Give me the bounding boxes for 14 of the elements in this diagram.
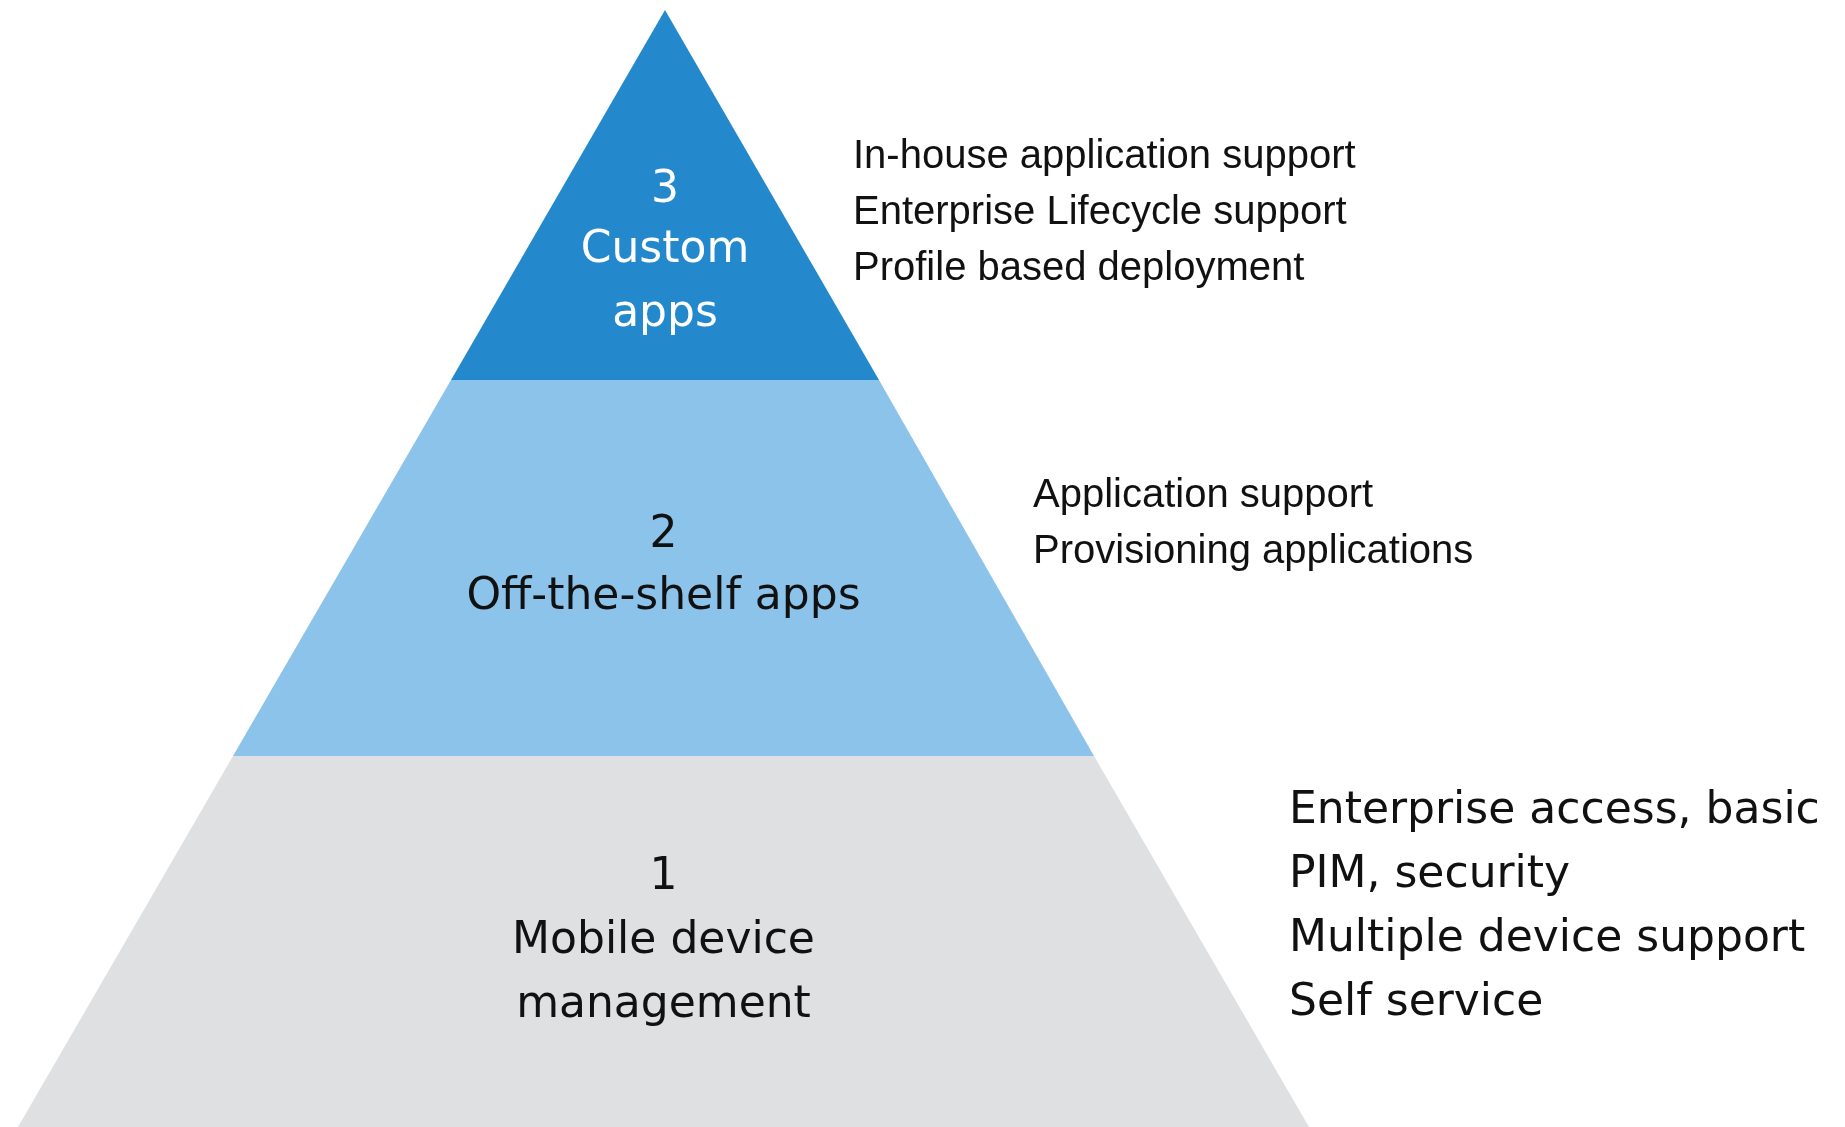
tier-title: Mobile device management (511, 911, 816, 1029)
tier-title: Off-the-shelf apps (465, 567, 862, 621)
feature-text: Provisioning applications (1033, 526, 1474, 573)
tier-number: 2 (648, 505, 679, 559)
feature-text: In-house application support (853, 131, 1356, 178)
feature-text: Self service (1289, 973, 1544, 1027)
tier-title: Custom apps (579, 220, 751, 338)
tier-number: 1 (648, 847, 679, 901)
feature-text: Application support (1033, 470, 1374, 517)
tier-number: 3 (650, 160, 680, 214)
feature-text: Multiple device support (1289, 909, 1806, 963)
feature-text: Enterprise access, basic PIM, security (1289, 781, 1821, 899)
feature-text: Enterprise Lifecycle support (853, 187, 1347, 234)
feature-text: Profile based deployment (853, 243, 1305, 290)
